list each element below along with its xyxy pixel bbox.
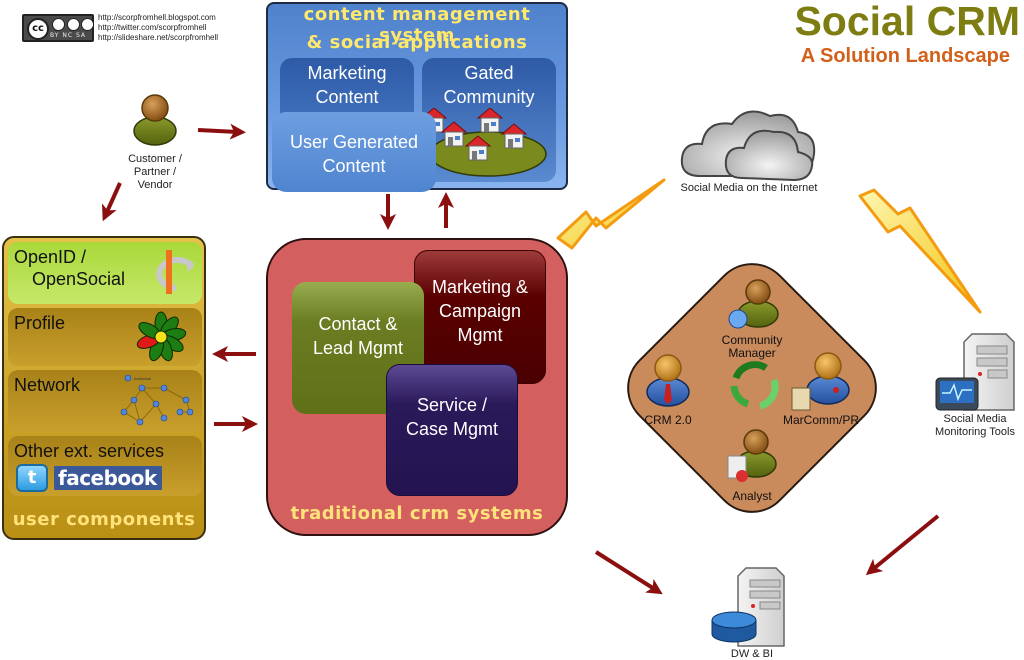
contact-line1: Contact & (318, 314, 398, 334)
network-legend-caption: Individual (134, 376, 151, 381)
twitter-icon: t (16, 464, 48, 492)
twitter-link[interactable]: http://twitter.com/scorpfromhell (98, 23, 207, 32)
traditional-crm-panel: Marketing & Campaign Mgmt Contact & Lead… (266, 238, 568, 536)
network-label: Network (14, 375, 81, 395)
openid-line1: OpenID / (14, 247, 87, 267)
cms-heading-1: content management system (303, 4, 531, 46)
profile-item: Profile (8, 308, 202, 366)
marketing-line3: Mgmt (457, 325, 503, 345)
service-line1: Service / (416, 395, 488, 415)
traditional-crm-footer: traditional crm systems (290, 503, 544, 524)
arrow-crm-to-dwbi (594, 550, 663, 595)
facebook-logo: facebook (54, 466, 162, 490)
customer-label-line3: Vendor (137, 179, 173, 191)
marketing-line2: Campaign (438, 301, 522, 321)
customer-label-line1: Customer / (128, 153, 182, 165)
profile-label: Profile (14, 313, 66, 333)
arrow-monitoring-to-dwbi (865, 514, 940, 576)
arrow-customer-to-cms (197, 123, 246, 140)
cms-panel: content management system & social appli… (266, 2, 568, 192)
nc-icon (67, 18, 80, 31)
cc-icon: cc (27, 18, 49, 40)
ugc-line1: User Generated (289, 132, 419, 152)
cc-caption: BY NC SA (50, 32, 86, 39)
community-manager-label: Community Manager (712, 334, 792, 360)
blog-link[interactable]: http://scorpfromhell.blogspot.com (98, 13, 216, 22)
openid-icon (156, 250, 194, 294)
other-services-item: Other ext. services t facebook (8, 436, 202, 496)
license-links: http://scorpfromhell.blogspot.com http:/… (98, 13, 218, 43)
slideshare-link[interactable]: http://slideshare.net/scorpfromhell (98, 33, 219, 42)
openid-opensocial-item: OpenID / OpenSocial (8, 242, 202, 304)
monitoring-tools-label: Social Media Monitoring Tools (926, 413, 1024, 439)
community-manager-line1: Community (721, 333, 783, 347)
customer-person-icon (133, 94, 177, 146)
marketing-content-line1: Marketing (307, 63, 387, 83)
user-components-panel: OpenID / OpenSocial Profile Network (2, 236, 206, 540)
user-components-footer: user components (12, 509, 196, 530)
other-services-label: Other ext. services (14, 441, 165, 461)
icq-flower-icon (136, 311, 187, 362)
creative-commons-badge: cc BY NC SA (22, 14, 94, 42)
openid-line2: OpenSocial (32, 269, 126, 289)
page-subtitle: A Solution Landscape (800, 45, 1010, 67)
service-case-box: Service / Case Mgmt (386, 364, 518, 496)
cloud-icon (680, 110, 816, 182)
service-line2: Case Mgmt (405, 419, 499, 439)
page-title: Social CRM (794, 0, 1020, 44)
lightning-right-icon (858, 188, 982, 314)
customer-label: Customer / Partner / Vendor (118, 153, 192, 192)
network-item: Network Individual (8, 370, 202, 432)
monitoring-label-line2: Monitoring Tools (935, 426, 1015, 438)
gated-community-line1: Gated (464, 63, 514, 83)
marketing-campaign-box: Marketing & Campaign Mgmt (414, 250, 546, 384)
monitoring-server-icon (935, 333, 1015, 411)
marketing-content-line2: Content (315, 87, 379, 107)
crm20-label: CRM 2.0 (644, 413, 692, 427)
social-media-label: Social Media on the Internet (680, 182, 818, 194)
by-icon (52, 18, 65, 31)
dwbi-server-icon (711, 567, 785, 647)
lightning-left-icon (556, 178, 666, 250)
arrow-customer-to-user-components (102, 182, 122, 222)
sa-icon (81, 18, 94, 31)
contact-line2: Lead Mgmt (312, 338, 404, 358)
ugc-line2: Content (322, 156, 386, 176)
customer-label-line2: Partner / (133, 166, 177, 178)
cms-heading-2: & social applications (306, 32, 528, 53)
analyst-label: Analyst (732, 489, 772, 503)
community-manager-line2: Manager (728, 346, 776, 360)
network-graph-icon: Individual (120, 374, 194, 426)
dwbi-label: DW & BI (730, 648, 774, 660)
marketing-line1: Marketing & (431, 277, 529, 297)
gated-community-box: Gated Community (422, 58, 556, 182)
marcomm-label: MarComm/PR (782, 413, 859, 427)
user-generated-content-box: User Generated Content (272, 112, 436, 192)
monitoring-label-line1: Social Media (943, 413, 1007, 425)
gated-community-line2: Community (443, 87, 535, 107)
